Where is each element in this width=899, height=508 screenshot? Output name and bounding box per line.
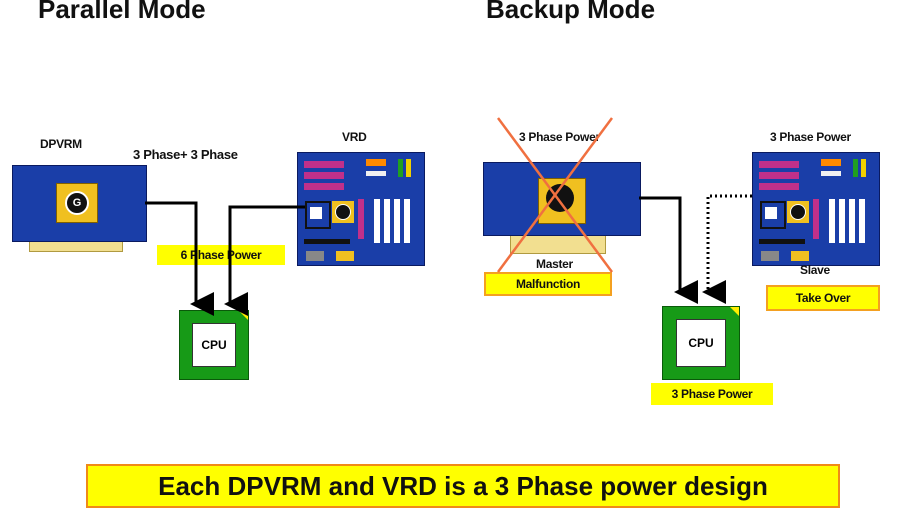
malfunction-label: Malfunction [484,272,612,296]
master-label: Master [536,257,573,271]
cpu-label-parallel: CPU [192,323,236,367]
arrow-down-icon [224,205,305,316]
arrow-down-icon [145,201,214,316]
cpu-phase-power-label: 3 Phase Power [651,383,773,405]
slave-label: Slave [800,263,830,277]
vrd-label: VRD [342,130,367,144]
phase-sum-label: 3 Phase+ 3 Phase [133,147,238,162]
vrd-motherboard [297,152,425,266]
dpvrm-label: DPVRM [40,137,82,151]
arrow-down-icon [702,194,752,304]
slave-power-label: 3 Phase Power [770,130,851,144]
summary-banner: Each DPVRM and VRD is a 3 Phase power de… [86,464,840,508]
arrow-down-icon [639,196,698,304]
fan-icon: G [65,191,89,215]
cross-out-icon [496,117,614,273]
parallel-mode-heading: Parallel Mode [38,0,206,24]
cpu-chip-backup: CPU [662,306,740,380]
cpu-chip-parallel: CPU [179,310,249,380]
backup-mode-heading: Backup Mode [486,0,656,24]
takeover-label: Take Over [766,285,880,311]
master-power-label: 3 Phase Power [519,130,600,144]
six-phase-power-label: 6 Phase Power [157,245,285,265]
slave-motherboard [752,152,880,266]
cpu-label-backup: CPU [676,319,726,367]
